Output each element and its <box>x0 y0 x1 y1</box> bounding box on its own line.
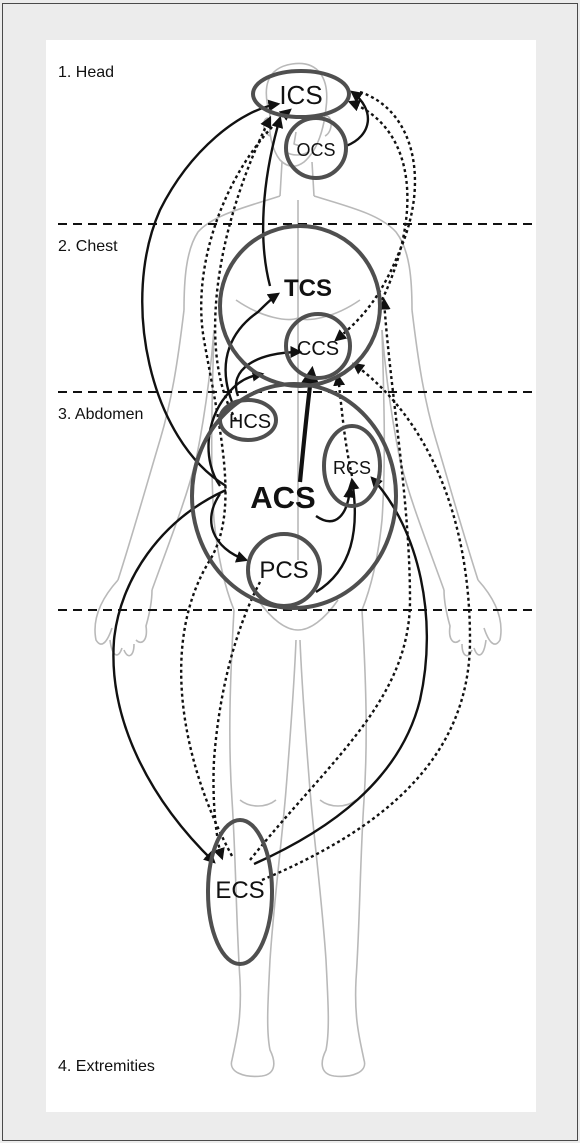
dotted-ecs-to-ccs <box>262 364 470 880</box>
region-label-abdomen: 3. Abdomen <box>58 406 143 424</box>
label-hcs: HCS <box>229 411 271 433</box>
label-ocs: OCS <box>296 140 335 160</box>
label-ics: ICS <box>279 80 322 110</box>
arrow-acs-to-pcs <box>211 494 246 560</box>
region-label-extremities: 4. Extremities <box>58 1058 155 1076</box>
region-label-head: 1. Head <box>58 64 114 82</box>
dotted-ccs-to-ics <box>350 102 407 300</box>
region-label-chest: 2. Chest <box>58 238 118 256</box>
label-ecs: ECS <box>215 877 264 904</box>
label-pcs: PCS <box>259 557 308 584</box>
label-rcs: RCS <box>333 458 371 478</box>
dotted-pcs-to-ecs <box>213 582 260 858</box>
label-ccs: CCS <box>297 338 339 360</box>
label-tcs: TCS <box>284 275 332 302</box>
label-acs: ACS <box>250 480 315 515</box>
node-labels: ICS OCS TCS CCS HCS ACS RCS PCS ECS <box>215 80 371 904</box>
dotted-ics-to-ccs <box>336 92 415 340</box>
